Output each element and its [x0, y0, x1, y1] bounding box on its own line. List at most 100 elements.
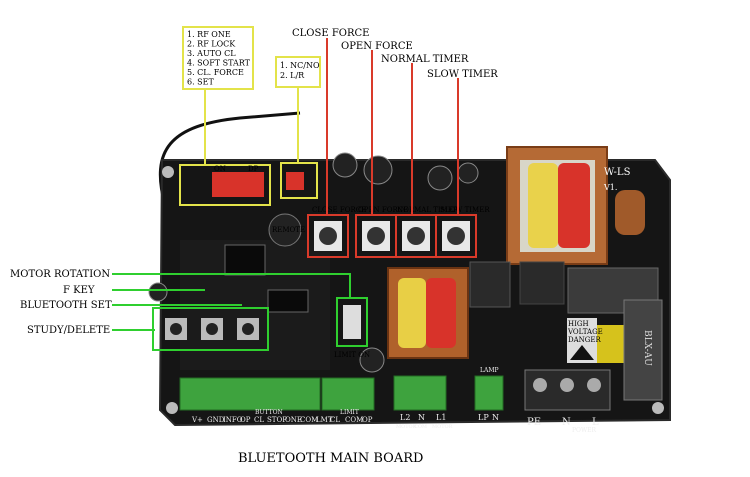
motor-rotation-highlight [336, 297, 368, 347]
danger-label: DANGER [568, 336, 601, 344]
terminal-label: COM [300, 416, 318, 424]
dip-switch-highlight [179, 164, 271, 206]
limit-on-silk: LIMIT ON [334, 351, 370, 359]
capacitor [359, 347, 385, 373]
motor-rotation-label: MOTOR ROTATION [10, 269, 110, 280]
dip-legend-item: 5. CL. FORCE [187, 68, 244, 77]
dip-legend-box [182, 26, 254, 90]
terminal-label: N [492, 413, 499, 422]
terminal-label: INFO [223, 416, 243, 424]
normal-timer-label: NORMAL TIMER [381, 54, 469, 65]
capacitor [597, 325, 625, 363]
inductor-coil [615, 190, 645, 235]
capacitor [427, 165, 453, 191]
mcu-chip [224, 244, 266, 276]
dip-dp-label: DP [248, 165, 259, 173]
terminal-label: LIMIT [340, 409, 359, 416]
dip-legend-item: 1. NC/NO [280, 61, 320, 70]
potentiometer-slow-timer[interactable] [435, 214, 477, 258]
terminal-block-motor [393, 375, 504, 411]
close-force-label: CLOSE FORCE [292, 28, 369, 39]
terminal-label: L2 [400, 413, 410, 422]
terminal-label: N [562, 417, 571, 428]
terminal-label: GND [207, 416, 225, 424]
top-callout-lines [326, 38, 459, 216]
terminal-label: N [418, 413, 425, 422]
small-transformer [387, 267, 469, 359]
dip-callout-lines [204, 88, 299, 165]
buzzer-label: REMOTE [272, 226, 305, 234]
warning-icon [570, 345, 594, 360]
danger-voltage-label: VOLTAGE [567, 328, 603, 336]
ic-chip [267, 289, 309, 313]
bluetooth-set-label: BLUETOOTH SET [20, 300, 112, 311]
dip-legend-item: 4. SOFT START [187, 59, 251, 68]
terminal-label: MOTOR [396, 424, 417, 430]
dip-on-label: ON [214, 165, 226, 173]
study-delete-label: STUDY/DELETE [27, 325, 110, 336]
terminal-label: L1 [436, 413, 446, 422]
dip-legend-small: 1. NC/NO2. L/R [280, 61, 320, 80]
terminal-block-left [179, 377, 375, 411]
relay [469, 261, 511, 308]
dip-switch-2[interactable] [286, 172, 304, 190]
terminal-label: ONE [285, 416, 302, 424]
terminal-label: COM [414, 424, 427, 430]
bluetooth-set-button[interactable] [237, 318, 259, 340]
terminal-label: POWER [572, 427, 597, 434]
dip-legend-item: 6. SET [187, 78, 214, 87]
danger-high-label: HIGH [568, 320, 589, 328]
terminal-label: V+ [191, 416, 203, 424]
mount-hole-icon [162, 166, 174, 178]
terminal-label: LAMP [480, 367, 499, 374]
potentiometer-close-force[interactable] [307, 214, 349, 258]
terminal-label: STOP [267, 416, 287, 424]
potentiometer-open-force[interactable] [355, 214, 397, 258]
dip-legend-item: 2. RF LOCK [187, 40, 236, 49]
terminal-label: PE [527, 417, 541, 428]
large-transformer [506, 146, 608, 265]
f-key-button[interactable] [201, 318, 223, 340]
capacitor [363, 155, 393, 185]
mount-hole-icon [652, 402, 664, 414]
pot-close-silk: CLOSE FORCE [312, 206, 366, 214]
open-force-label: OPEN FORCE [341, 41, 413, 52]
capacitor [148, 282, 168, 302]
left-callout-lines [112, 273, 351, 331]
model-suffix-silk: V1. [603, 183, 617, 192]
terminal-label: BUTTON [255, 409, 283, 416]
terminal-label: LMT [316, 416, 333, 424]
board-caption: BLUETOOTH MAIN BOARD [238, 451, 423, 466]
terminal-label: CL [330, 416, 340, 424]
capacitor [457, 162, 479, 184]
potentiometer-normal-timer[interactable] [395, 214, 437, 258]
terminal-label: COM [345, 416, 363, 424]
model-silk: W-LS [604, 167, 631, 178]
pot-normal-silk: NORMAL TIMER [397, 206, 459, 214]
terminal-label: LP [478, 413, 489, 422]
terminal-label: L [592, 417, 599, 428]
dip-legend-item: 1. RF ONE [187, 30, 231, 39]
dip-legend-item: 2. L/R [280, 71, 305, 80]
relay [519, 261, 565, 305]
terminal-label: CL [254, 416, 264, 424]
buzzer [268, 213, 302, 247]
pot-slow-silk: SLOW TIMER [440, 206, 490, 214]
capacitor [332, 152, 358, 178]
slow-timer-label: SLOW TIMER [427, 69, 498, 80]
terminal-label: MOTOR [432, 424, 453, 430]
dip-switch-6[interactable] [212, 172, 264, 197]
study-delete-button[interactable] [165, 318, 187, 340]
f-key-label: F KEY [63, 285, 95, 296]
terminal-label: OP [362, 416, 373, 424]
chip-brand-label: BLX-AU [642, 330, 652, 366]
pot-open-silk: OPEN FORCE [358, 206, 408, 214]
dip-legend-small-box [275, 56, 321, 88]
terminal-block-power [524, 369, 611, 411]
motor-rotation-switch[interactable] [343, 305, 361, 339]
power-module [623, 299, 663, 401]
mount-hole-icon [166, 402, 178, 414]
